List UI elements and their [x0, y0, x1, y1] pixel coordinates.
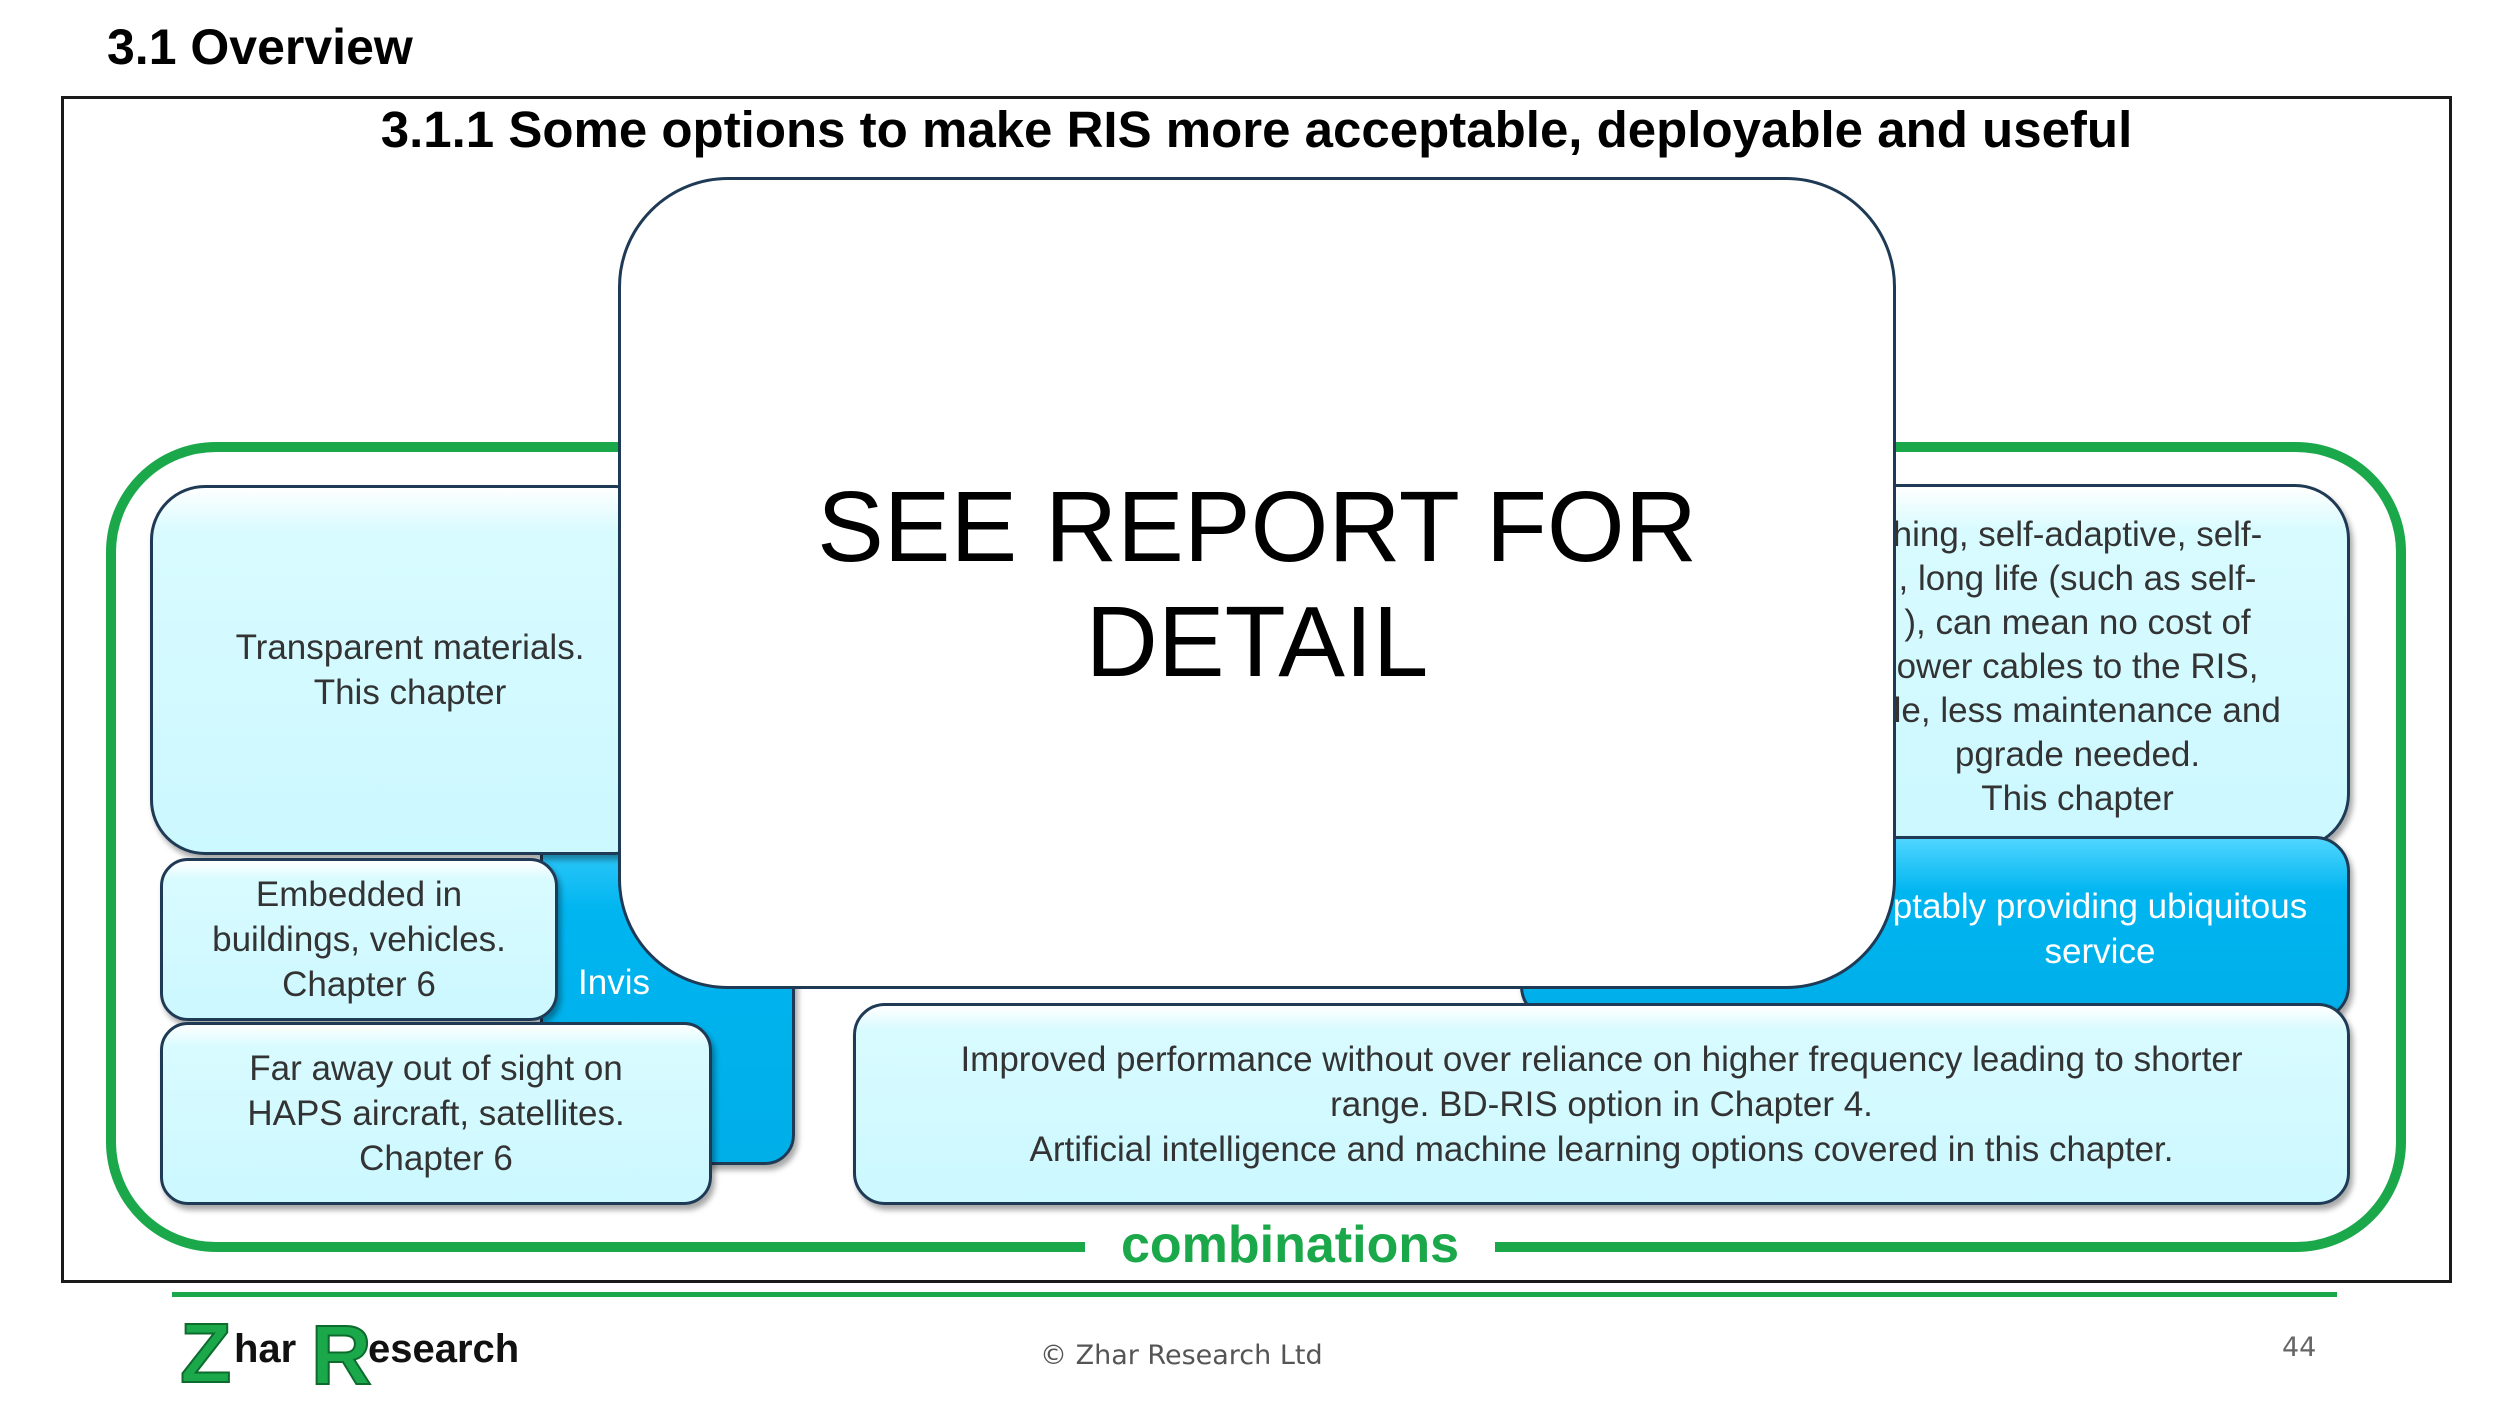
box-line: hing, self-adaptive, self- [1892, 514, 2263, 554]
box-line: pgrade needed. [1954, 734, 2201, 774]
box-line: Improved performance without over relian… [960, 1039, 2243, 1079]
box-line: buildings, vehicles. [212, 920, 506, 959]
logo-esearch: esearch [368, 1327, 519, 1371]
content-frame [61, 96, 2452, 1283]
box-line: HAPS aircraft, satellites. [247, 1094, 625, 1133]
overlay-line: DETAIL [1085, 586, 1429, 698]
logo-z: Z [180, 1310, 231, 1390]
box-line: , long life (such as self- [1898, 558, 2257, 598]
box-line: service [2044, 931, 2156, 971]
transparent-materials-box: Transparent materials. This chapter [150, 485, 670, 855]
far-away-box: Far away out of sight on HAPS aircraft, … [160, 1022, 712, 1205]
page-number: 44 [2282, 1332, 2317, 1363]
box-line: Embedded in [255, 875, 463, 914]
performance-box: Improved performance without over relian… [853, 1003, 2350, 1205]
box-line: Chapter 6 [282, 965, 436, 1004]
slide-subtitle: 3.1.1 Some options to make RIS more acce… [380, 101, 2133, 158]
logo-r: R [311, 1310, 372, 1390]
box-line: ), can mean no cost of [1904, 602, 2251, 642]
logo-har: har [234, 1327, 296, 1371]
box-line: Transparent materials. [235, 628, 585, 667]
box-line: ower cables to the RIS, [1896, 646, 2259, 686]
embedded-box: Embedded in buildings, vehicles. Chapter… [160, 858, 558, 1021]
see-report-overlay [618, 177, 1896, 989]
box-line: Chapter 6 [359, 1139, 513, 1178]
box-line: Far away out of sight on [249, 1049, 623, 1088]
box-line: ble, less maintenance and [1874, 690, 2281, 730]
box-line: This chapter [313, 673, 507, 712]
zhar-research-logo: Z har R esearch [179, 1310, 519, 1390]
section-heading: 3.1 Overview [107, 19, 413, 75]
box-line: ptably providing ubiquitous [1892, 886, 2308, 926]
invisible-label: Invis [578, 963, 650, 1002]
footer-divider [172, 1292, 2337, 1297]
combinations-gap [1085, 1225, 1495, 1265]
box-line: Artificial intelligence and machine lear… [1029, 1129, 2174, 1169]
box-line: range. BD-RIS option in Chapter 4. [1330, 1084, 1873, 1124]
combinations-label: combinations [1120, 1216, 1460, 1274]
overlay-line: SEE REPORT FOR [817, 471, 1697, 583]
copyright-notice: © Zhar Research Ltd [1040, 1340, 1323, 1371]
box-line: This chapter [1981, 778, 2174, 818]
see-report-text: SEE REPORT FOR DETAIL [618, 470, 1896, 700]
